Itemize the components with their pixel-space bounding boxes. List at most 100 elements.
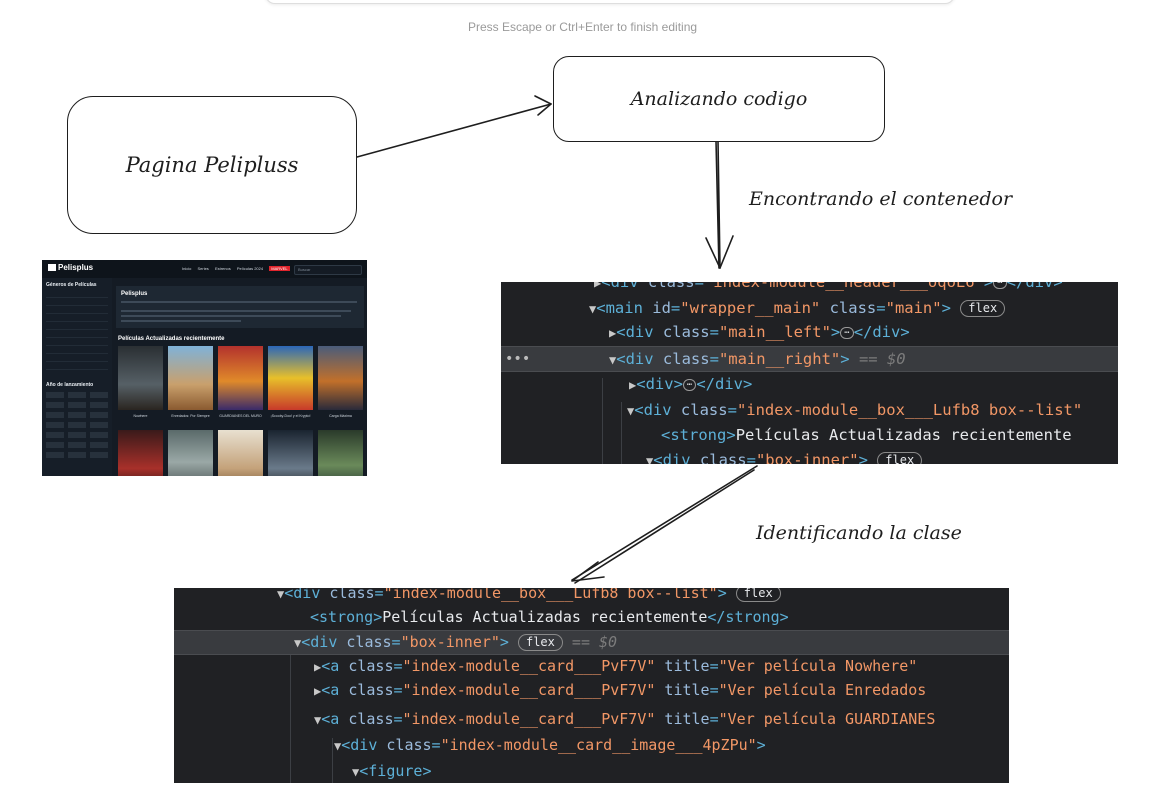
thumb-genre-row [46, 363, 108, 370]
thumb-sidebar-title: Géneros de Películas [46, 282, 97, 288]
thumb-text-line [121, 310, 351, 312]
tree-guide [602, 378, 603, 464]
dom-line-selected[interactable]: ▼<div class="box-inner"> flex == $0 [174, 630, 1009, 655]
expand-arrow-icon[interactable]: ▼ [627, 404, 635, 418]
expand-arrow-icon[interactable]: ▶ [314, 684, 322, 698]
thumb-year-chip [46, 392, 64, 398]
dom-line[interactable]: ▶<a class="index-module__card___PvF7V" t… [314, 657, 918, 675]
pelisplus-screenshot: Pelisplus Inicio Series Estrenos Películ… [42, 260, 367, 476]
thumb-poster [118, 346, 163, 410]
thumb-poster [218, 346, 263, 410]
dom-line[interactable]: ▼<main id="wrapper__main" class="main"> … [501, 296, 1118, 320]
dom-line-selected[interactable]: ••• ▼<div class="main__right"> == $0 [501, 346, 1118, 372]
thumb-nav-item: Series [197, 266, 209, 271]
thumb-year-chip [46, 442, 64, 448]
thumb-year-chip [68, 432, 86, 438]
thumb-nav-item: Inicio [182, 266, 192, 271]
pagina-node: Pagina Pelipluss [67, 96, 357, 234]
thumb-poster [168, 346, 213, 410]
expand-arrow-icon[interactable]: ▼ [334, 739, 342, 753]
collapsed-dots[interactable]: ⋯ [840, 327, 854, 339]
thumb-poster [318, 430, 363, 476]
thumb-genre-row [46, 299, 108, 306]
thumb-poster [268, 430, 313, 476]
thumb-poster-title: GUARDIANES DEL MURO [219, 414, 262, 418]
thumb-poster-title: Carga Máxima [329, 414, 352, 418]
expand-arrow-icon[interactable]: ▼ [589, 302, 597, 316]
thumb-search-box: Buscar [294, 265, 362, 275]
dom-line[interactable]: ▼<div class="index-module__box___Lufb8 b… [627, 401, 1083, 419]
dom-line[interactable]: <strong>Películas Actualizadas recientem… [661, 426, 1072, 444]
thumb-marvel-badge: MARVEL [269, 266, 290, 271]
devtools-panel-bottom: ▼<div class="index-module__box___Lufb8 b… [174, 588, 1009, 783]
dom-line[interactable]: <strong>Películas Actualizadas recientem… [310, 608, 789, 626]
flex-badge[interactable]: flex [877, 452, 923, 464]
thumb-year-chip [90, 422, 108, 428]
arrow-pagina-to-analizando [356, 103, 552, 158]
dom-line[interactable]: ▶<div class="index-module__header___oqoL… [501, 282, 1118, 294]
dom-line[interactable]: ▶<div>⋯</div> [629, 375, 753, 393]
expand-arrow-icon[interactable]: ▶ [609, 326, 617, 340]
thumb-genre-row [46, 323, 108, 330]
thumb-section-title: Películas Actualizadas recientemente [118, 336, 225, 342]
collapsed-dots[interactable]: ⋯ [993, 282, 1007, 289]
expand-arrow-icon[interactable]: ▼ [609, 353, 617, 367]
thumb-navbar: Pelisplus Inicio Series Estrenos Películ… [42, 260, 367, 278]
dom-line[interactable]: ▼<a class="index-module__card___PvF7V" t… [314, 710, 936, 728]
thumb-year-chip [90, 412, 108, 418]
thumb-year-chip [68, 452, 86, 458]
thumb-text-line [121, 320, 241, 322]
thumb-genre-row [46, 331, 108, 338]
thumb-year-title: Año de lanzamiento [46, 382, 94, 388]
thumb-year-chip [46, 432, 64, 438]
thumb-genre-row [46, 339, 108, 346]
thumb-genre-row [46, 307, 108, 314]
thumb-search-text: Buscar [298, 267, 311, 272]
thumb-text-line [121, 301, 357, 303]
thumb-poster [168, 430, 213, 476]
thumb-poster-title: Nowhere [133, 414, 148, 418]
text-edit-box[interactable] [265, 0, 955, 4]
thumb-poster-title: ¡Scooby-Doo! y el Krypto! [270, 414, 311, 418]
expand-arrow-icon[interactable]: ▼ [294, 636, 302, 650]
expand-arrow-icon[interactable]: ▼ [314, 713, 322, 727]
thumb-sidebar: Géneros de Películas Año de lanzamiento [42, 278, 112, 476]
dom-line[interactable]: ▼<div class="index-module__card__image__… [334, 736, 766, 754]
thumb-year-chip [46, 412, 64, 418]
tree-guide [290, 644, 291, 783]
expand-arrow-icon[interactable]: ▼ [646, 454, 654, 464]
expand-arrow-icon[interactable]: ▶ [314, 660, 322, 674]
flex-badge[interactable]: flex [960, 300, 1006, 317]
thumb-year-chip [46, 422, 64, 428]
thumb-nav-item: Estrenos [214, 266, 231, 271]
more-options-icon[interactable]: ••• [505, 351, 531, 367]
flex-badge[interactable]: flex [517, 634, 563, 651]
thumb-year-chip [90, 442, 108, 448]
dom-line[interactable]: ▼<figure> [352, 762, 432, 780]
thumb-genre-row [46, 347, 108, 354]
thumb-poster [318, 346, 363, 410]
dom-line[interactable]: ▼<div class="box-inner"> flex [501, 448, 1118, 464]
tree-guide [332, 738, 333, 783]
devtools-panel-top: ▶<div class="index-module__header___oqoL… [501, 282, 1118, 464]
expand-arrow-icon[interactable]: ▶ [629, 378, 637, 392]
thumb-poster-title: Enredados: Por Siempre [171, 414, 210, 418]
thumb-year-chip [68, 422, 86, 428]
dom-line[interactable]: ▶<div class="main__left">⋯</div> [609, 323, 910, 341]
thumb-genre-row [46, 291, 108, 298]
thumb-year-chip [90, 402, 108, 408]
thumb-year-chip [90, 392, 108, 398]
clase-label: Identificando la clase [756, 522, 962, 544]
thumb-year-chip [68, 442, 86, 448]
dom-line[interactable]: ▼<div class="index-module__box___Lufb8 b… [174, 588, 1009, 605]
collapsed-dots[interactable]: ⋯ [682, 379, 697, 391]
tree-guide [621, 402, 622, 464]
dom-line[interactable]: ▶<a class="index-module__card___PvF7V" t… [314, 681, 927, 699]
expand-arrow-icon[interactable]: ▼ [352, 765, 360, 779]
expand-arrow-icon[interactable]: ▼ [277, 588, 285, 601]
editor-hint: Press Escape or Ctrl+Enter to finish edi… [467, 20, 698, 34]
thumb-year-chip [68, 402, 86, 408]
thumb-year-chip [90, 432, 108, 438]
thumb-poster [218, 430, 263, 476]
flex-badge[interactable]: flex [735, 588, 781, 602]
